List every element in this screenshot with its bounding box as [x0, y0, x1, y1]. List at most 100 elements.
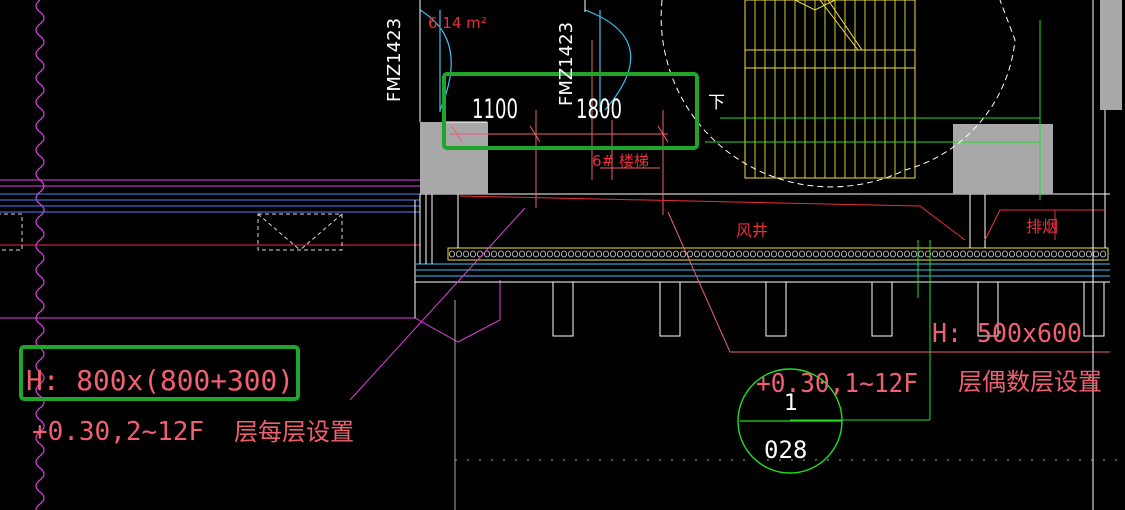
wall-block-left: [420, 122, 488, 194]
gravel-dot: [1100, 250, 1107, 258]
gravel-dot: [624, 250, 631, 258]
door-label-right: FMZ1423: [556, 22, 577, 106]
dim-label-right: 1800: [576, 94, 622, 125]
gravel-dot: [904, 250, 911, 258]
gravel-dot: [799, 250, 806, 258]
gravel-dot: [617, 250, 624, 258]
gravel-dot: [869, 250, 876, 258]
gravel-dot: [631, 250, 638, 258]
gravel-dot: [1065, 250, 1072, 258]
gravel-dot: [504, 250, 511, 258]
stair-green-lines: [705, 20, 1041, 421]
leader-line-left: [349, 207, 526, 401]
leader-line-right: [667, 211, 1110, 353]
gravel-dot: [540, 250, 547, 258]
gravel-dot: [848, 250, 855, 258]
left-magenta-outline: [0, 255, 501, 343]
left-size-label: H: 800x(800+300): [26, 364, 294, 397]
down-arrow-label: 下: [708, 93, 725, 113]
gravel-dot: [918, 250, 925, 258]
gravel-dot: [729, 250, 736, 258]
gravel-dot: [960, 250, 967, 258]
stair-step-lines: [754, 0, 906, 178]
gravel-dot: [1093, 250, 1100, 258]
gravel-dot: [462, 250, 469, 258]
gravel-dot: [946, 250, 953, 258]
gravel-dot: [490, 250, 497, 258]
door-label-left: FMZ1423: [384, 18, 405, 102]
gravel-dot: [1058, 250, 1065, 258]
gravel-dot: [925, 250, 932, 258]
gravel-dot: [448, 250, 455, 258]
gravel-dot: [813, 250, 820, 258]
gravel-dot: [855, 250, 862, 258]
gravel-dot: [568, 250, 575, 258]
air-shaft-outline: [459, 195, 1105, 241]
gravel-dot: [1002, 250, 1009, 258]
gravel-dot: [687, 250, 694, 258]
gravel-dot: [981, 250, 988, 258]
gravel-dot: [827, 250, 834, 258]
gravel-dot: [497, 250, 504, 258]
gravel-dot: [967, 250, 974, 258]
column: [1083, 281, 1105, 337]
stair-handrail: [794, 0, 872, 51]
gravel-dot: [750, 250, 757, 258]
gravel-dot: [820, 250, 827, 258]
gravel-dot: [988, 250, 995, 258]
left-elevation-label: +0.30,2~12F: [32, 417, 204, 447]
gravel-dot: [771, 250, 778, 258]
gravel-dot: [596, 250, 603, 258]
gravel-dot: [582, 250, 589, 258]
gravel-dot: [722, 250, 729, 258]
column: [765, 281, 787, 337]
gravel-dot: [862, 250, 869, 258]
gravel-dot: [778, 250, 785, 258]
gravel-dot: [603, 250, 610, 258]
left-hatch-marks: [0, 213, 343, 251]
gravel-dot: [841, 250, 848, 258]
gravel-dot: [526, 250, 533, 258]
gravel-dot: [575, 250, 582, 258]
gravel-dot: [953, 250, 960, 258]
gravel-dot: [1037, 250, 1044, 258]
gravel-dot: [1009, 250, 1016, 258]
gravel-dot: [792, 250, 799, 258]
gravel-dot: [1086, 250, 1093, 258]
stair-name-label: 6# 楼梯: [592, 152, 649, 170]
gravel-dot: [1030, 250, 1037, 258]
gravel-hatch: [448, 250, 1107, 258]
area-label: 6.14 m²: [428, 14, 487, 32]
gravel-dot: [519, 250, 526, 258]
wavy-break-line: [35, 0, 45, 510]
gravel-dot: [610, 250, 617, 258]
gravel-dot: [911, 250, 918, 258]
right-size-label: H: 500x600: [932, 319, 1082, 349]
gravel-dot: [974, 250, 981, 258]
gravel-dot: [554, 250, 561, 258]
callout-top-label: 1: [784, 391, 798, 416]
gravel-dot: [673, 250, 680, 258]
left-note-label: 层每层设置: [234, 418, 354, 446]
gravel-dot: [764, 250, 771, 258]
gravel-dot: [589, 250, 596, 258]
corridor-verticals: [419, 110, 1106, 264]
gravel-dot: [806, 250, 813, 258]
highlight-box-left-size: [19, 345, 300, 401]
gravel-dot: [932, 250, 939, 258]
dimension-lines: [450, 40, 669, 215]
gravel-dot: [708, 250, 715, 258]
gravel-dot: [897, 250, 904, 258]
left-wall-lines-blue: [0, 193, 420, 213]
gravel-dot: [694, 250, 701, 258]
column: [977, 281, 999, 337]
gravel-dot: [645, 250, 652, 258]
door-swing-right: [584, 9, 632, 112]
gravel-dot: [757, 250, 764, 258]
columns-row: [552, 281, 1105, 337]
gravel-dot: [666, 250, 673, 258]
gravel-dot: [715, 250, 722, 258]
gravel-dot: [1079, 250, 1086, 258]
gravel-dot: [743, 250, 750, 258]
column: [552, 281, 574, 337]
